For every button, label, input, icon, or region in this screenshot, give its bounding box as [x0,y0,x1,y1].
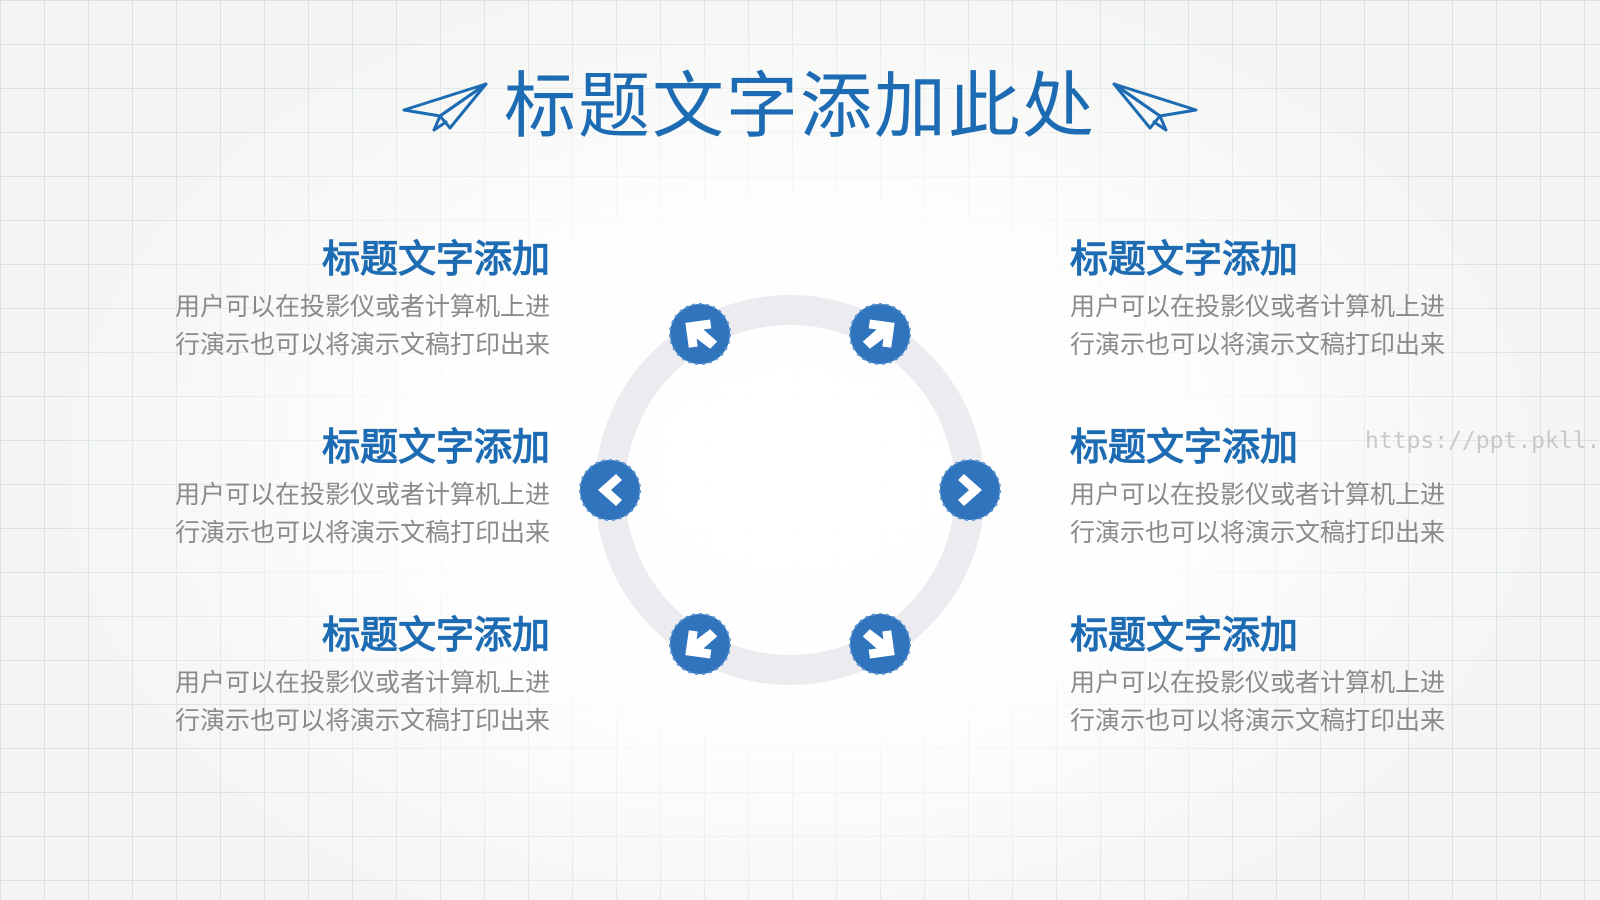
text-block-left-1: 标题文字添加 用户可以在投影仪或者计算机上进 行演示也可以将演示文稿打印出来 [140,234,550,364]
block-heading: 标题文字添加 [1070,425,1299,469]
description-line: 用户可以在投影仪或者计算机上进 [1070,480,1446,509]
text-block-right-1: 标题文字添加 用户可以在投影仪或者计算机上进 行演示也可以将演示文稿打印出来 [1070,234,1480,364]
arrow-left-icon [579,459,641,521]
description-line: 行演示也可以将演示文稿打印出来 [1070,706,1446,735]
block-description: 用户可以在投影仪或者计算机上进 行演示也可以将演示文稿打印出来 [1070,664,1480,740]
description-line: 用户可以在投影仪或者计算机上进 [174,668,550,697]
ring-diagram [579,295,1001,685]
description-line: 行演示也可以将演示文稿打印出来 [174,330,550,359]
arrow-up-left-icon [669,303,731,365]
title-row: 标题文字添加此处 [0,56,1600,156]
text-block-left-3: 标题文字添加 用户可以在投影仪或者计算机上进 行演示也可以将演示文稿打印出来 [140,610,550,740]
block-description: 用户可以在投影仪或者计算机上进 行演示也可以将演示文稿打印出来 [140,288,550,364]
ring [595,295,985,685]
block-heading: 标题文字添加 [321,237,550,281]
block-description: 用户可以在投影仪或者计算机上进 行演示也可以将演示文稿打印出来 [140,664,550,740]
text-block-right-2: 标题文字添加 用户可以在投影仪或者计算机上进 行演示也可以将演示文稿打印出来 [1070,422,1480,552]
paper-plane-icon [402,82,488,132]
text-block-left-2: 标题文字添加 用户可以在投影仪或者计算机上进 行演示也可以将演示文稿打印出来 [140,422,550,552]
watermark-text: https://ppt.pkll.de [1365,428,1600,454]
description-line: 用户可以在投影仪或者计算机上进 [1070,668,1446,697]
description-line: 行演示也可以将演示文稿打印出来 [1070,518,1446,547]
description-line: 用户可以在投影仪或者计算机上进 [174,480,550,509]
arrow-right-icon [939,459,1001,521]
description-line: 行演示也可以将演示文稿打印出来 [174,706,550,735]
text-block-right-3: 标题文字添加 用户可以在投影仪或者计算机上进 行演示也可以将演示文稿打印出来 [1070,610,1480,740]
description-line: 行演示也可以将演示文稿打印出来 [174,518,550,547]
arrow-down-left-icon [669,613,731,675]
description-line: 行演示也可以将演示文稿打印出来 [1070,330,1446,359]
arrow-up-right-icon [849,303,911,365]
block-heading: 标题文字添加 [321,425,550,469]
paper-plane-icon [1112,82,1198,132]
block-heading: 标题文字添加 [321,613,550,657]
block-heading: 标题文字添加 [1070,237,1299,281]
description-line: 用户可以在投影仪或者计算机上进 [1070,292,1446,321]
block-heading: 标题文字添加 [1070,613,1299,657]
arrow-down-right-icon [849,613,911,675]
description-line: 用户可以在投影仪或者计算机上进 [174,292,550,321]
block-description: 用户可以在投影仪或者计算机上进 行演示也可以将演示文稿打印出来 [1070,288,1480,364]
page-title: 标题文字添加此处 [503,64,1096,148]
block-description: 用户可以在投影仪或者计算机上进 行演示也可以将演示文稿打印出来 [1070,476,1480,552]
block-description: 用户可以在投影仪或者计算机上进 行演示也可以将演示文稿打印出来 [140,476,550,552]
